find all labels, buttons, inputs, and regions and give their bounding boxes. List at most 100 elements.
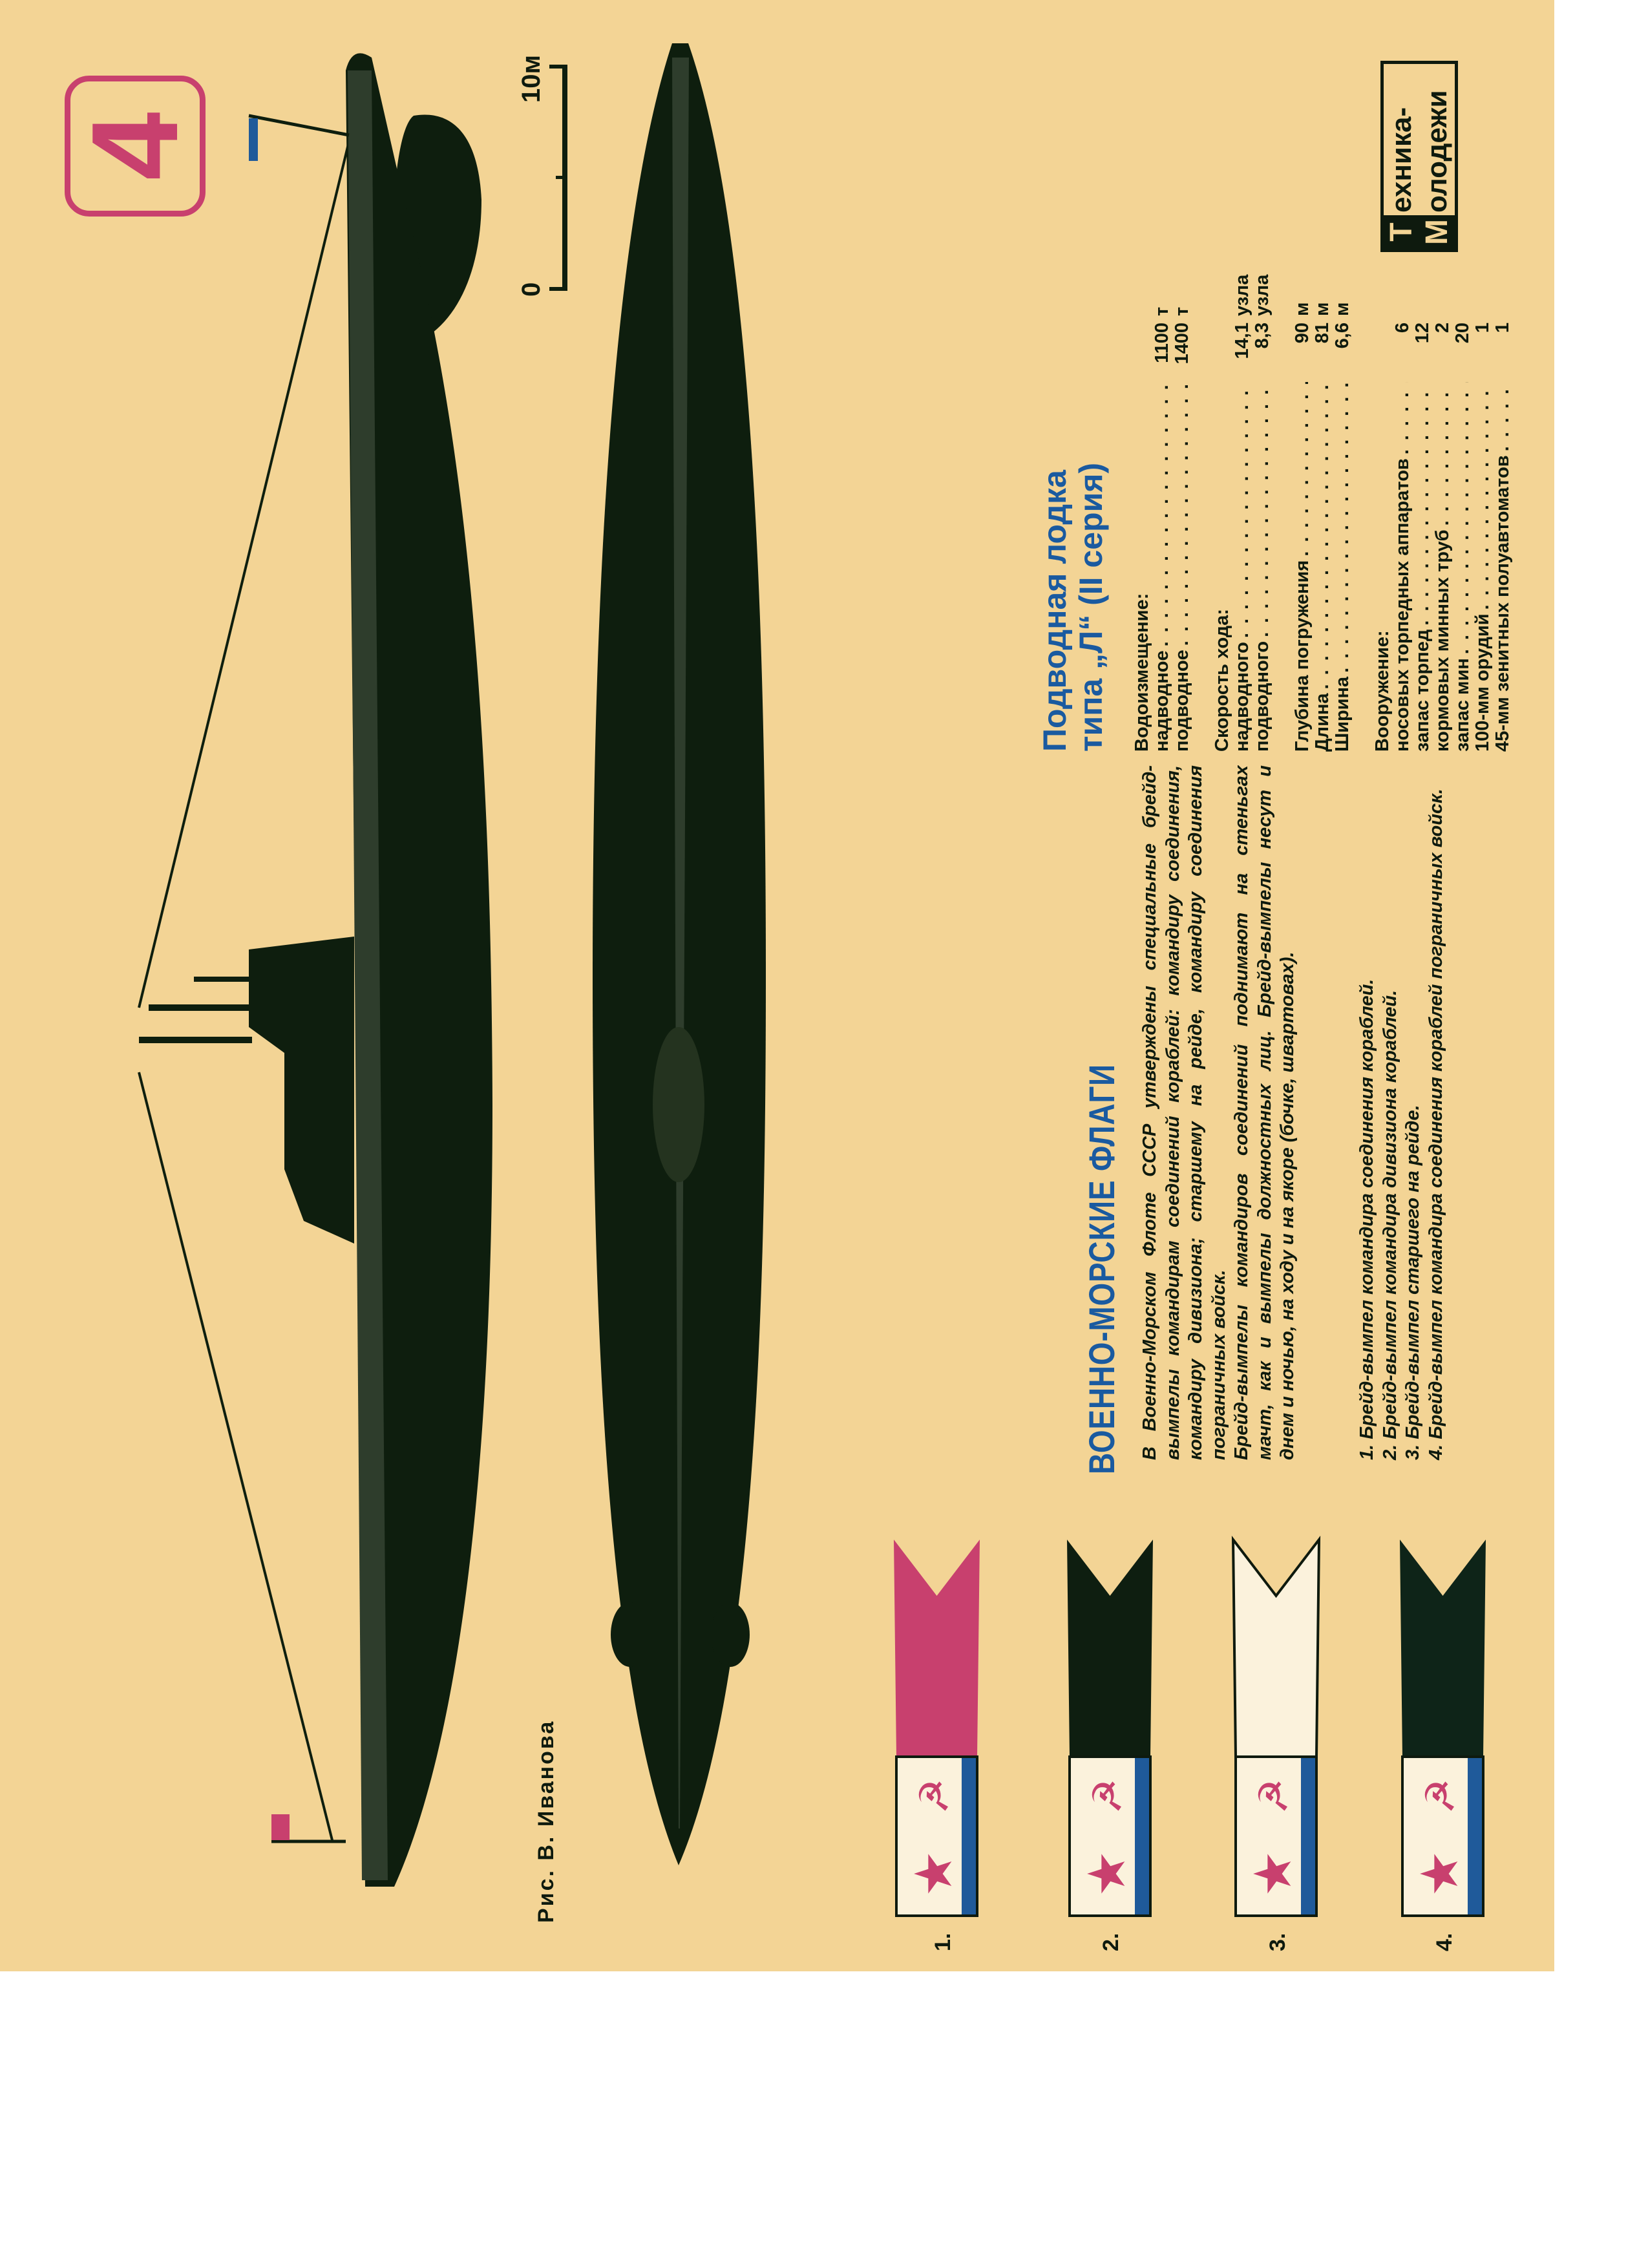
star-icon: ★ xyxy=(1077,1850,1137,1897)
legend-item: 4. Брейд-вымпел командира соединения кор… xyxy=(1425,789,1446,1460)
spec-row: запас торпед.......................12 xyxy=(1412,260,1433,752)
spec-row: носовых торпедных аппаратов.............… xyxy=(1392,260,1413,752)
spec-row: 45-мм зенитных полуавтоматов............… xyxy=(1492,260,1513,752)
spec-label: 100-мм орудий xyxy=(1472,613,1493,752)
spec-value: 81 xyxy=(1312,323,1333,344)
periscope xyxy=(149,1004,252,1011)
spec-group-label: Водоизмещение: xyxy=(1132,593,1152,752)
spec-label: носовых торпедных аппаратов xyxy=(1392,458,1413,752)
spec-label: Ширина xyxy=(1332,676,1353,752)
spec-group-label: Вооружение: xyxy=(1372,630,1393,752)
leader-dots: ....................... xyxy=(1453,382,1473,655)
leader-dots: ....................... xyxy=(1393,382,1413,454)
spec-label: подводное xyxy=(1172,650,1192,752)
leader-dots: ....................... xyxy=(1313,382,1333,690)
spec-label: Глубина погружения xyxy=(1292,560,1313,752)
spec-unit: т xyxy=(1152,306,1172,316)
scale-tick xyxy=(549,287,567,291)
specs-title: Подводная лодка типа „Л“ (II серия) xyxy=(1037,463,1109,752)
scale-start-label: 0 xyxy=(517,282,545,297)
flag-1: ★☭ xyxy=(894,1540,980,1917)
star-icon: ★ xyxy=(1410,1850,1470,1897)
spec-value: 90 xyxy=(1292,323,1313,344)
top-conning-tower xyxy=(653,1027,704,1182)
spec-unit: м xyxy=(1312,302,1333,316)
specs-title-line: типа „Л“ (II серия) xyxy=(1073,462,1109,752)
hammer-sickle-icon: ☭ xyxy=(1084,1778,1131,1814)
article-body: В Военно-Морском Флоте СССР утверждены с… xyxy=(1139,765,1300,1460)
spec-value: 1100 xyxy=(1152,323,1172,363)
naval-ensign xyxy=(895,1755,978,1917)
leader-dots: ....................... xyxy=(1473,382,1493,610)
leader-dots: ....................... xyxy=(1232,382,1252,639)
submarine-side-view xyxy=(138,53,492,1887)
leader-dots: ....................... xyxy=(1413,382,1433,626)
spec-value: 1 xyxy=(1472,323,1493,334)
logo-line: олодежи xyxy=(1421,90,1453,213)
leader-dots: ....................... xyxy=(1433,382,1453,525)
spec-value: 2 xyxy=(1432,323,1453,334)
pennant-tail xyxy=(894,1540,980,1757)
text-line: командиру дивизиона; старшему на рейде, … xyxy=(1185,765,1206,1460)
scale-tick xyxy=(556,176,567,179)
hammer-sickle-icon: ☭ xyxy=(911,1778,958,1814)
hammer-sickle-icon: ☭ xyxy=(1250,1778,1297,1814)
flag-number: 1. xyxy=(931,1933,955,1951)
stern-ensign xyxy=(249,118,258,161)
leader-dots: ....................... xyxy=(1252,382,1273,637)
logo-letter: М xyxy=(1420,219,1454,245)
spec-row: запас мин.......................20 xyxy=(1452,260,1473,752)
ensign-blue-stripe xyxy=(1135,1758,1149,1914)
deck-casing xyxy=(348,70,388,1880)
flag-3: ★☭ xyxy=(1231,1535,1321,1917)
spec-unit: м xyxy=(1332,302,1353,316)
spec-row: Ширина....................... 6,6 м xyxy=(1332,260,1353,752)
stern-flagstaff xyxy=(248,114,350,137)
spec-label: Длина xyxy=(1312,693,1333,752)
gun-barrel xyxy=(284,1124,310,1130)
scale-bar xyxy=(549,65,567,291)
spec-value: 14,1 xyxy=(1232,323,1252,359)
ensign-blue-stripe xyxy=(1301,1758,1315,1914)
spec-value: 6 xyxy=(1392,323,1413,334)
spec-value: 6,6 xyxy=(1332,323,1353,349)
scale-end-label: 10м xyxy=(517,54,545,103)
spec-row: Длина....................... 81 м xyxy=(1312,260,1333,752)
spec-unit: м xyxy=(1292,302,1313,316)
magazine-logo: Т М ехника- олодежи xyxy=(1380,61,1458,252)
hammer-sickle-icon: ☭ xyxy=(1417,1778,1464,1814)
periscope xyxy=(139,1037,252,1043)
spec-label: запас торпед xyxy=(1412,629,1433,752)
logo-line: ехника- xyxy=(1386,107,1417,213)
conning-tower xyxy=(249,937,354,1244)
naval-ensign xyxy=(1068,1755,1152,1917)
specs-table: Водоизмещение: надводное................… xyxy=(1132,260,1513,752)
propeller-guard xyxy=(711,1602,750,1667)
text-line: днем и ночью, на ходу и на якоре (бочке,… xyxy=(1277,951,1298,1460)
mast xyxy=(194,977,252,982)
spec-row: кормовых минных труб....................… xyxy=(1432,260,1453,752)
flag-number: 4. xyxy=(1432,1933,1457,1951)
spec-label: кормовых минных труб xyxy=(1432,529,1453,752)
legend-item: 2. Брейд-вымпел командира дивизиона кора… xyxy=(1379,990,1400,1460)
ensign-blue-stripe xyxy=(962,1758,976,1914)
leader-dots: ....................... xyxy=(1333,382,1353,673)
leader-dots: ....................... xyxy=(1493,382,1513,451)
text-line: мачт, как и вымпелы должностных лиц. Бре… xyxy=(1254,765,1275,1460)
legend-item: 1. Брейд-вымпел командира соединения кор… xyxy=(1357,979,1377,1460)
flag-legend: 1. Брейд-вымпел командира соединения кор… xyxy=(1356,749,1448,1460)
pennant-tail xyxy=(1231,1535,1321,1758)
spec-label: надводного xyxy=(1232,642,1252,752)
spec-label: запас мин xyxy=(1452,658,1473,752)
star-icon: ★ xyxy=(1243,1850,1303,1897)
flag-2: ★☭ xyxy=(1067,1540,1153,1917)
logo-block: Т М xyxy=(1384,215,1455,249)
jackstay-wire-fore xyxy=(138,1072,334,1843)
spec-value: 8,3 xyxy=(1252,323,1273,349)
spec-group-label: Скорость хода: xyxy=(1212,609,1232,752)
